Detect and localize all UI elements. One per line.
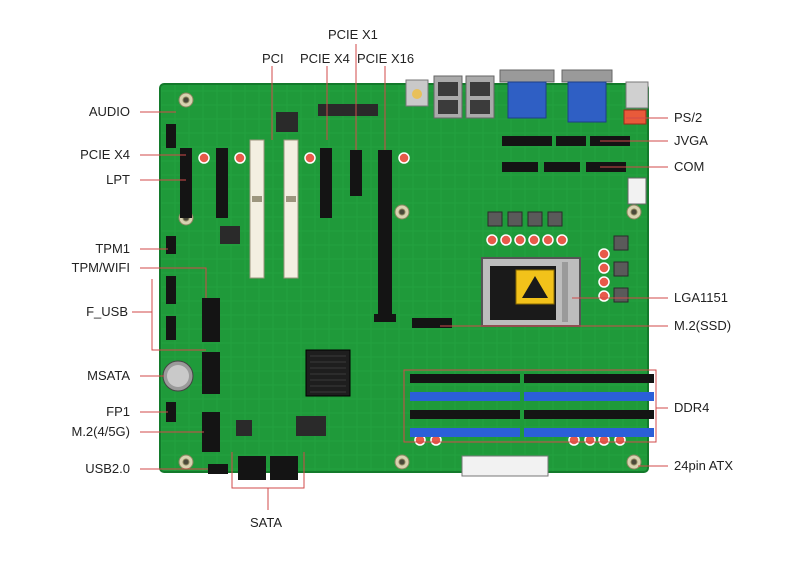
label-msata: MSATA [87, 368, 130, 383]
sata-ports [238, 456, 298, 480]
mini-card-slots [202, 298, 220, 452]
label-m2-4g5g: M.2(4/5G) [71, 424, 130, 439]
rear-io [405, 69, 649, 125]
pcie-x4-slots-left [180, 148, 332, 218]
label-pcie-x16: PCIE X16 [357, 51, 415, 66]
label-jvga: JVGA [674, 133, 708, 148]
leader-lines [132, 44, 668, 510]
atx-24pin-connector [461, 455, 549, 477]
label-pcie-x4-top: PCIE X4 [300, 51, 350, 66]
label-lpt: LPT [106, 172, 130, 187]
chipset-heatsink [305, 349, 351, 397]
cmos-battery [162, 360, 194, 392]
label-usb20: USB2.0 [85, 461, 130, 476]
label-m2-ssd: M.2(SSD) [674, 318, 732, 333]
pci-slots [249, 139, 299, 279]
label-lga1151: LGA1151 [674, 290, 728, 305]
label-fp1: FP1 [106, 404, 130, 419]
ic-chips [220, 104, 378, 436]
label-com: COM [674, 159, 705, 174]
cpu-socket-lga1151 [481, 257, 581, 327]
pcie-x16-slot [374, 150, 396, 322]
label-24pin-atx: 24pin ATX [674, 458, 734, 473]
left-headers [166, 124, 228, 474]
pcie-x1-slot [350, 150, 362, 196]
label-pci: PCI [262, 51, 284, 66]
ddr4-dimm-slots [410, 372, 654, 438]
label-tpm-wifi: TPM/WIFI [71, 260, 131, 275]
label-f-usb: F_USB [86, 304, 128, 319]
label-tpm1: TPM1 [95, 241, 130, 256]
label-pcie-x4-left: PCIE X4 [80, 147, 130, 162]
label-ps2: PS/2 [674, 110, 703, 125]
label-ddr4: DDR4 [674, 400, 710, 415]
label-pcie-x1: PCIE X1 [328, 27, 378, 42]
mounting-holes [178, 92, 642, 470]
label-sata: SATA [250, 515, 283, 530]
label-audio: AUDIO [88, 104, 130, 119]
m2-ssd-slot [412, 318, 452, 328]
